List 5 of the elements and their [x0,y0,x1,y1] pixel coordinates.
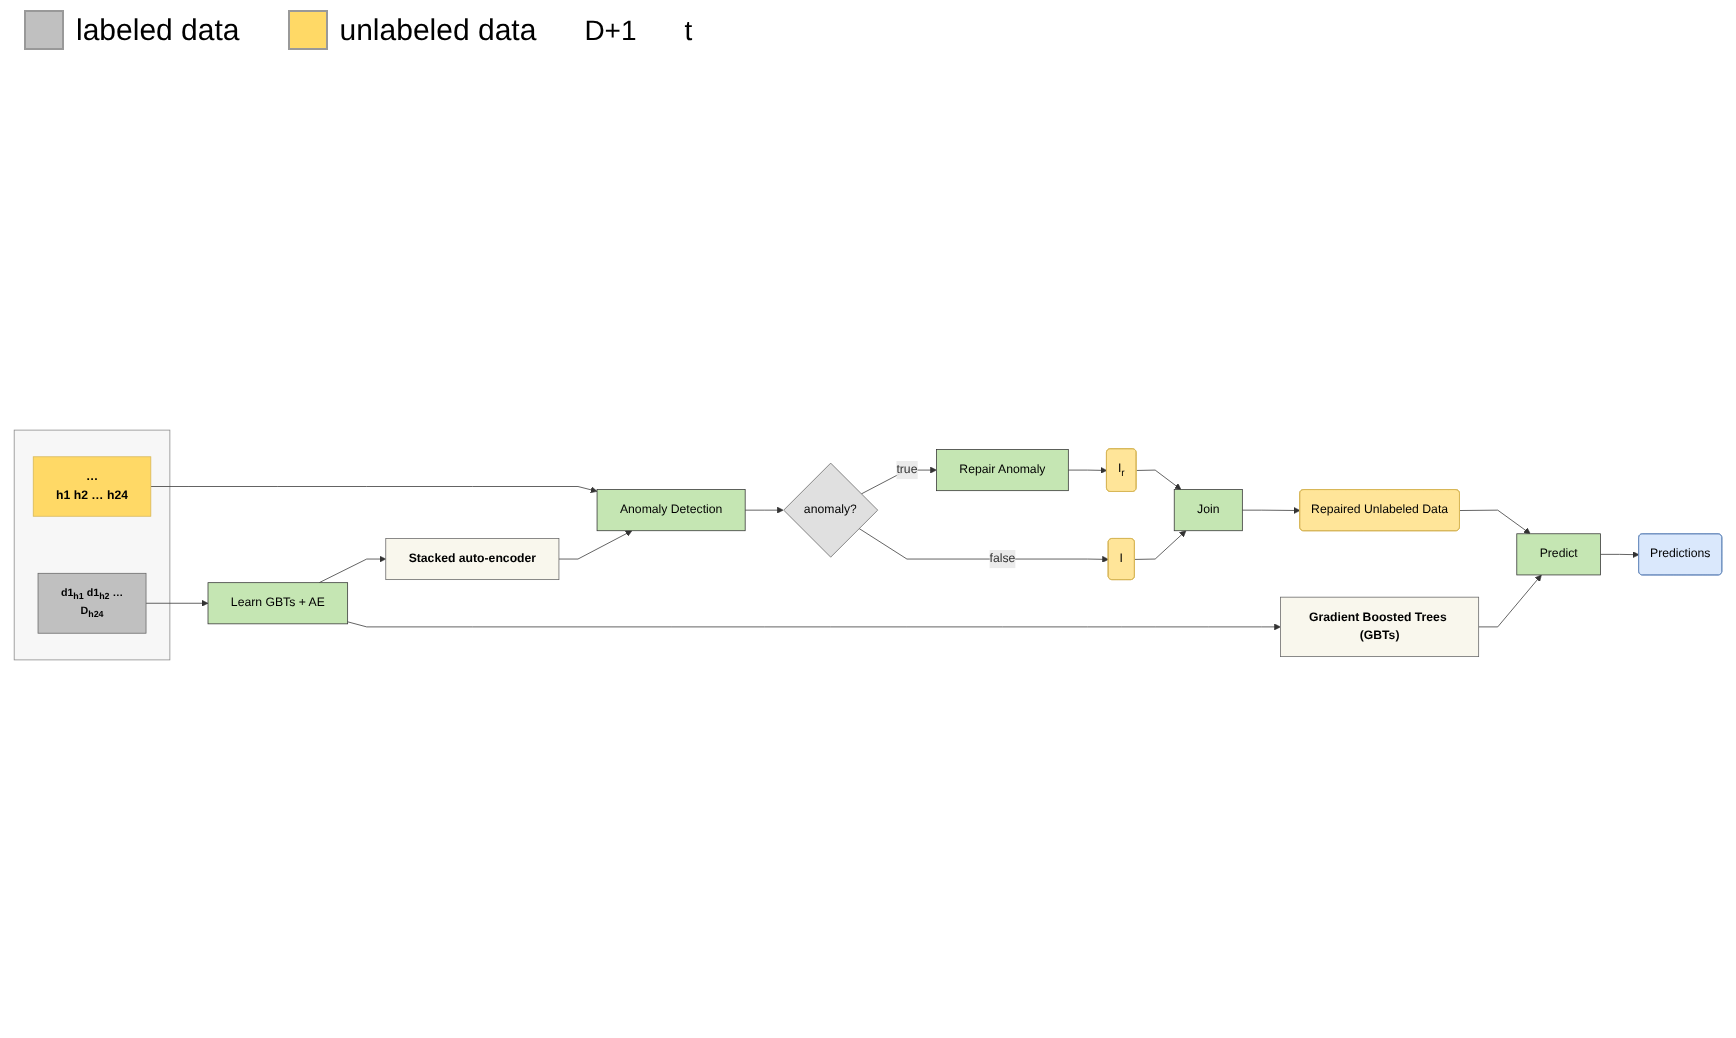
dimension-label: D+1 [584,14,637,46]
cluster [13,429,171,661]
axis-label: t [684,14,693,46]
legend-label: unlabeled data [339,13,537,47]
legend-label: labeled data [76,13,240,47]
